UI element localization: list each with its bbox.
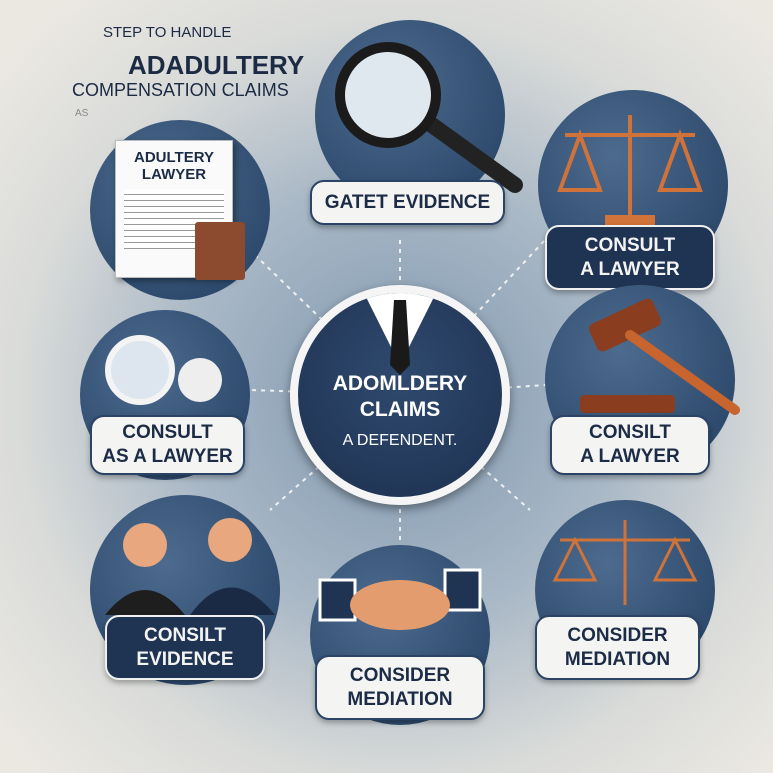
step-label: AS A LAWYER [102, 446, 233, 467]
center-subtitle: CLAIMS [359, 398, 441, 421]
step-label: CONSILT [144, 624, 226, 646]
document-subtitle: LAWYER [141, 166, 207, 183]
gavel-icon [580, 298, 740, 415]
step-label: MEDIATION [347, 688, 453, 710]
people-icon [105, 518, 275, 615]
step-label: CONSIDER [567, 624, 668, 646]
step-label: A LAWYER [580, 446, 680, 467]
magnifying-glass-icon [335, 42, 523, 193]
suit-icon [364, 293, 436, 375]
step-label: CONSULT [584, 234, 676, 256]
step-consult-as-a-lawyer[interactable]: CONSULT AS A LAWYER [90, 415, 245, 475]
step-label: MEDIATION [564, 648, 671, 670]
book-icon [195, 222, 245, 280]
title-line-3: COMPENSATION CLAIMS [72, 80, 289, 100]
title-line-4: AS [75, 108, 89, 119]
center-circle [290, 285, 510, 505]
document-title: ADULTERY [134, 149, 214, 166]
title-line-2: ADADULTERY [128, 50, 305, 80]
title-line-1: STEP TO HANDLE [103, 24, 232, 41]
step-label: GATET EVIDENCE [324, 191, 491, 213]
step-label: A LAWYER [580, 258, 680, 280]
step-label: CONSIDER [349, 664, 451, 686]
handshake-icon [318, 568, 482, 630]
step-gatet-evidence[interactable]: GATET EVIDENCE [310, 180, 505, 225]
scales-icon [557, 115, 703, 225]
magnifier-icon [105, 335, 222, 405]
step-label: CONSILT [589, 422, 671, 443]
balance-scale-icon [552, 520, 698, 605]
step-label: CONSULT [122, 422, 213, 443]
center-title: ADOMLDERY [332, 372, 468, 395]
center-caption: A DEFENDENT. [342, 432, 458, 449]
step-label: EVIDENCE [136, 648, 234, 670]
step-consilt-a-lawyer[interactable]: CONSILT A LAWYER [550, 415, 710, 475]
